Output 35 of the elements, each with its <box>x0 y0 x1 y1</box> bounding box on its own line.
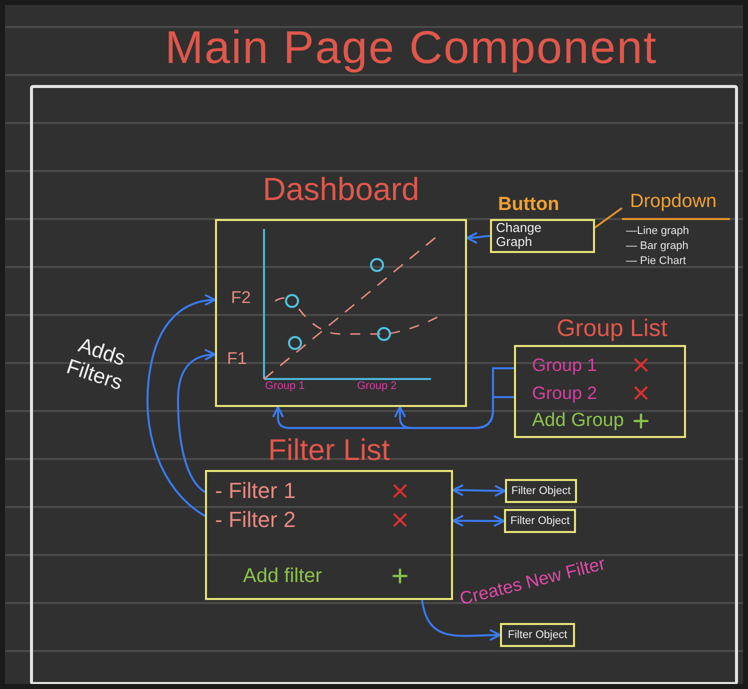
add-label: Add Group <box>532 409 624 433</box>
category-label: Group 1 <box>265 381 305 392</box>
list-item: - Filter 1 <box>215 476 296 504</box>
page-frame <box>30 85 738 684</box>
annotation-heading: Button <box>497 193 560 217</box>
axis-label: F2 <box>231 289 251 306</box>
object-label: Filter Object <box>511 484 571 499</box>
arrow <box>272 367 514 429</box>
arrow <box>394 396 514 429</box>
dropdown-option: —Line graph <box>626 224 730 239</box>
arrow <box>466 232 490 244</box>
panel-heading: Group List <box>556 314 668 344</box>
list-item: - Filter 2 <box>215 506 296 534</box>
list-item: Group 1 <box>532 354 598 377</box>
page-title: Main Page Component <box>165 20 658 75</box>
object-label: Filter Object <box>510 514 570 529</box>
panel-heading: Dashboard <box>262 170 420 209</box>
arrow <box>452 484 506 497</box>
object-label: Filter Object <box>508 628 568 643</box>
arrow <box>421 600 501 642</box>
arrow <box>177 349 216 493</box>
edge-label: Adds Filters <box>62 332 130 397</box>
arrow <box>146 294 216 517</box>
dropdown-option: — Bar graph <box>626 239 730 254</box>
add-label: Add filter <box>243 564 322 589</box>
dropdown-option: — Pie Chart <box>626 254 730 269</box>
category-label: Group 2 <box>357 381 397 392</box>
button-label: Change Graph <box>496 221 543 249</box>
list-item: Group 2 <box>532 382 598 405</box>
dropdown-heading: Dropdown <box>622 190 730 220</box>
panel-heading: Filter List <box>267 433 391 469</box>
connector-line <box>594 207 623 228</box>
axis-label: F1 <box>227 350 247 367</box>
arrow <box>452 514 505 527</box>
edge-label: Creates New Filter <box>456 552 608 611</box>
